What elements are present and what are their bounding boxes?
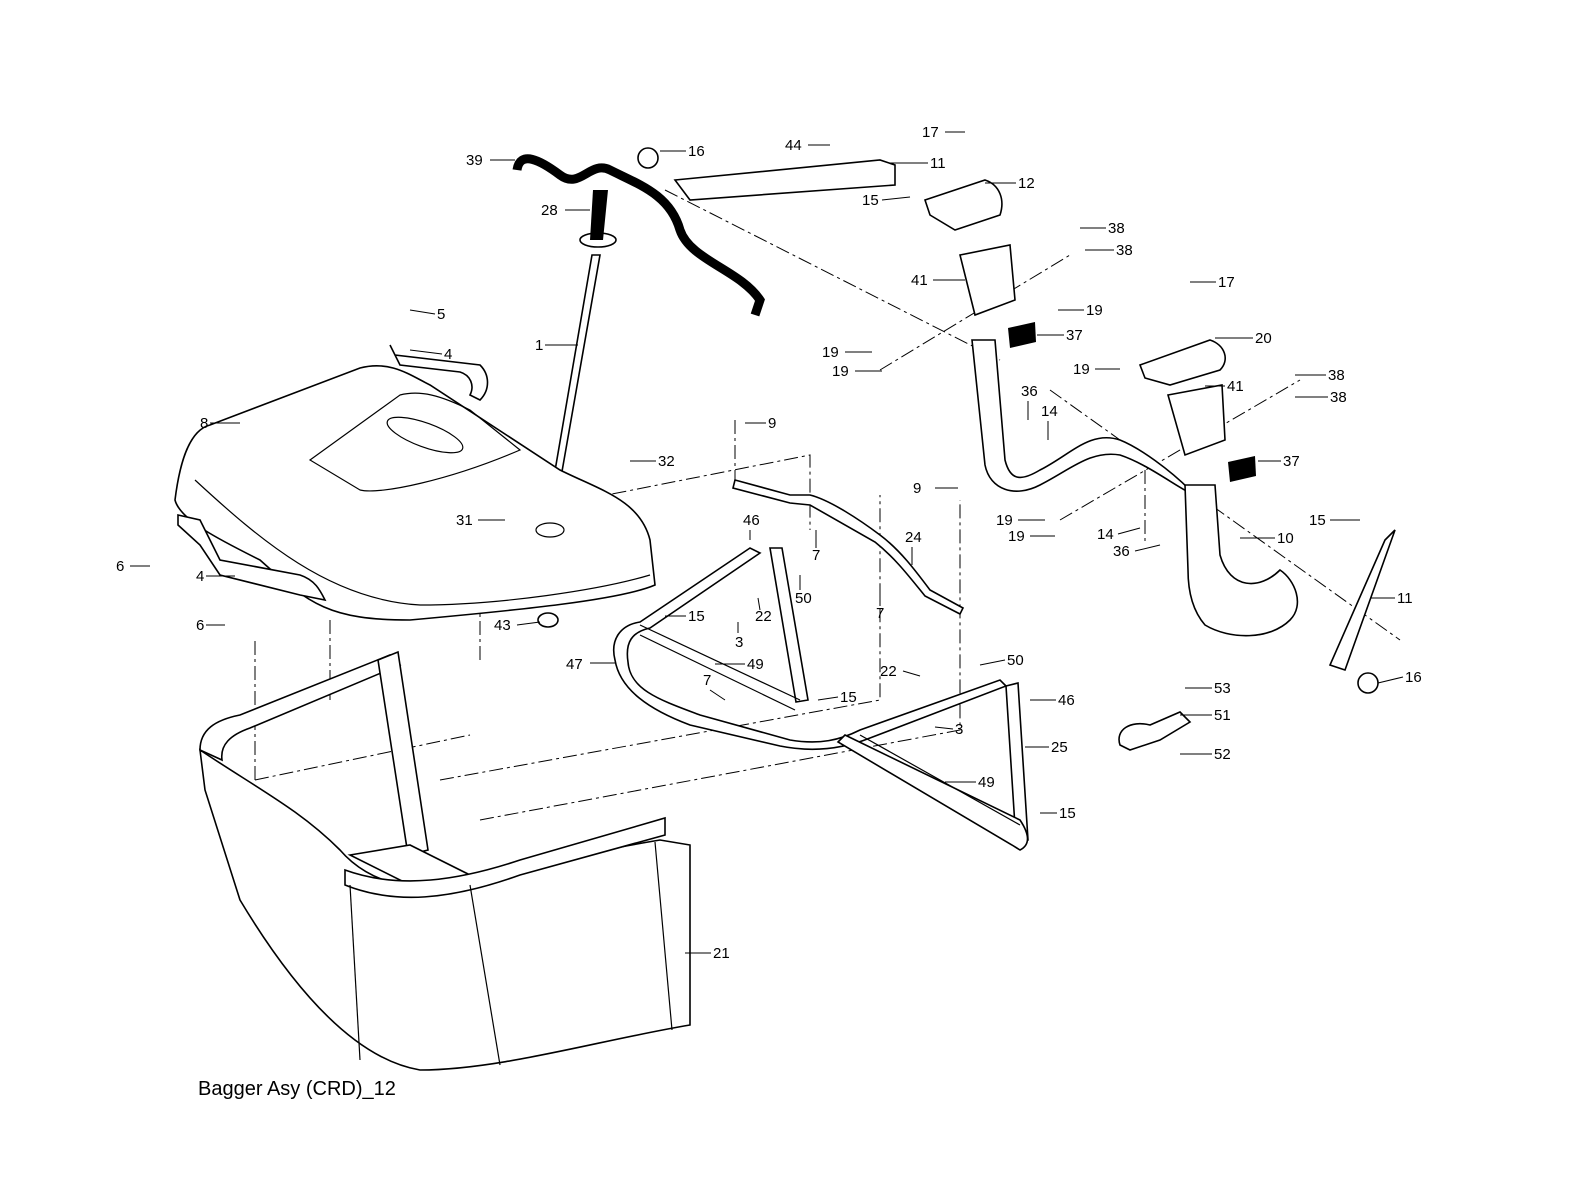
callout-label-c7c: 7 [703, 672, 711, 689]
callout-label-c11b: 11 [1397, 590, 1413, 607]
deflector-bracket [1118, 711, 1192, 751]
callout-leader-c15a [881, 196, 911, 201]
callout-label-c5: 5 [437, 306, 445, 323]
callout-label-c3b: 3 [955, 721, 963, 738]
callout-label-c24: 24 [905, 529, 922, 546]
callout-label-c41b: 41 [1227, 378, 1244, 395]
callout-label-c38b: 38 [1116, 242, 1133, 259]
callout-label-c19a: 19 [1086, 302, 1103, 319]
callout-label-c19e: 19 [996, 512, 1013, 529]
callout-label-c28: 28 [541, 202, 558, 219]
callout-leader-c36b [1134, 544, 1161, 552]
top-handle [389, 344, 489, 401]
callout-label-c15e: 15 [1059, 805, 1076, 822]
callout-leader-c15d [817, 696, 839, 701]
callout-label-c10: 10 [1277, 530, 1294, 547]
callout-label-c15b: 15 [1309, 512, 1326, 529]
callout-label-c14b: 14 [1097, 526, 1114, 543]
callout-label-c6a: 6 [116, 558, 124, 575]
callout-label-c1: 1 [535, 337, 543, 354]
callout-label-c36b: 36 [1113, 543, 1130, 560]
callout-label-c50b: 50 [1007, 652, 1024, 669]
lower-strap [1328, 529, 1396, 672]
callout-leader-c14b [1117, 527, 1141, 535]
callout-label-c25: 25 [1051, 739, 1068, 756]
callout-label-c14a: 14 [1041, 403, 1058, 420]
callout-label-c22a: 22 [755, 608, 772, 625]
side-brackets [923, 179, 1299, 637]
callout-label-c37b: 37 [1283, 453, 1300, 470]
support-rod [732, 479, 965, 616]
nut-16-bottom [1357, 672, 1379, 694]
callout-label-c7b: 7 [876, 605, 884, 622]
callout-label-c4a: 4 [444, 346, 452, 363]
callout-label-c21: 21 [713, 945, 730, 962]
callout-label-c11a: 11 [930, 155, 946, 172]
callout-label-c46a: 46 [743, 512, 760, 529]
callout-leader-c22b [902, 670, 921, 677]
callout-label-c52: 52 [1214, 746, 1231, 763]
side-handle [177, 513, 327, 602]
callout-label-c37a: 37 [1066, 327, 1083, 344]
callout-label-c20: 20 [1255, 330, 1272, 347]
callout-leader-c4a [409, 349, 443, 355]
black-blocks [1008, 322, 1256, 482]
callout-label-c32: 32 [658, 453, 675, 470]
handle-bar [512, 154, 765, 317]
upper-strap [673, 159, 896, 201]
callout-leader-c22a [757, 597, 761, 611]
diagram-caption: Bagger Asy (CRD)_12 [198, 1078, 396, 1100]
callout-label-c22b: 22 [880, 663, 897, 680]
callout-label-c9a: 9 [768, 415, 776, 432]
callout-label-c15a: 15 [862, 192, 879, 209]
callout-label-c49b: 49 [978, 774, 995, 791]
callout-label-c4b: 4 [196, 568, 204, 585]
callout-label-c41a: 41 [911, 272, 928, 289]
callout-label-c16b: 16 [1405, 669, 1422, 686]
callout-label-c15d: 15 [840, 689, 857, 706]
callout-leader-c43 [516, 621, 541, 626]
callout-label-c47: 47 [566, 656, 583, 673]
callout-leader-c5 [409, 309, 436, 315]
bag-container [198, 650, 691, 1071]
plug [537, 612, 559, 628]
callout-leader-c16b [1377, 676, 1404, 684]
callout-label-c19c: 19 [832, 363, 849, 380]
callout-label-c19d: 19 [1073, 361, 1090, 378]
callout-label-c15c: 15 [688, 608, 705, 625]
callout-label-c12: 12 [1018, 175, 1035, 192]
callout-label-c19b: 19 [822, 344, 839, 361]
callout-label-c51: 51 [1214, 707, 1231, 724]
grip-and-rod [549, 190, 617, 501]
callout-label-c36a: 36 [1021, 383, 1038, 400]
callout-label-c43: 43 [494, 617, 511, 634]
callout-label-c17a: 17 [922, 124, 939, 141]
callout-label-c19f: 19 [1008, 528, 1025, 545]
callout-label-c38c: 38 [1328, 367, 1345, 384]
callout-label-c8: 8 [200, 415, 208, 432]
callout-label-c49a: 49 [747, 656, 764, 673]
callout-label-c7a: 7 [812, 547, 820, 564]
callout-leader-c50b [979, 659, 1006, 666]
callout-label-c9b: 9 [913, 480, 921, 497]
callout-label-c50a: 50 [795, 590, 812, 607]
callout-label-c16a: 16 [688, 143, 705, 160]
callout-label-c31: 31 [456, 512, 473, 529]
callout-label-c39: 39 [466, 152, 483, 169]
callout-label-c3a: 3 [735, 634, 743, 651]
lower-frame [613, 547, 1029, 851]
callout-label-c38d: 38 [1330, 389, 1347, 406]
callout-label-c44: 44 [785, 137, 802, 154]
callout-label-c53: 53 [1214, 680, 1231, 697]
callout-label-c46b: 46 [1058, 692, 1075, 709]
callout-leader-c3b [934, 726, 954, 730]
callout-label-c38a: 38 [1108, 220, 1125, 237]
callout-label-c6b: 6 [196, 617, 204, 634]
bag-cover [174, 364, 656, 621]
callout-leader-c7c [709, 689, 726, 701]
nut-16-top [637, 147, 659, 169]
callout-label-c17b: 17 [1218, 274, 1235, 291]
